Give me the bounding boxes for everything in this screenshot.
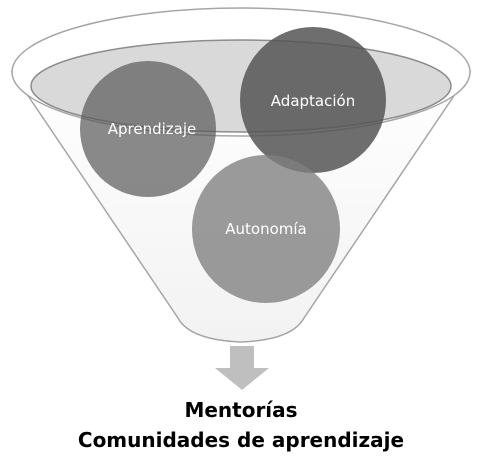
result-comunidades: Comunidades de aprendizaje: [77, 428, 405, 452]
circle-aprendizaje: [80, 61, 216, 197]
result-mentorias: Mentorías: [184, 398, 298, 422]
circle-autonomia: [192, 155, 340, 303]
label-autonomia: Autonomía: [225, 220, 306, 238]
label-adaptacion: Adaptación: [271, 92, 355, 110]
down-arrow-icon: [215, 346, 269, 390]
label-aprendizaje: Aprendizaje: [108, 120, 197, 138]
circle-adaptacion: [240, 27, 386, 173]
